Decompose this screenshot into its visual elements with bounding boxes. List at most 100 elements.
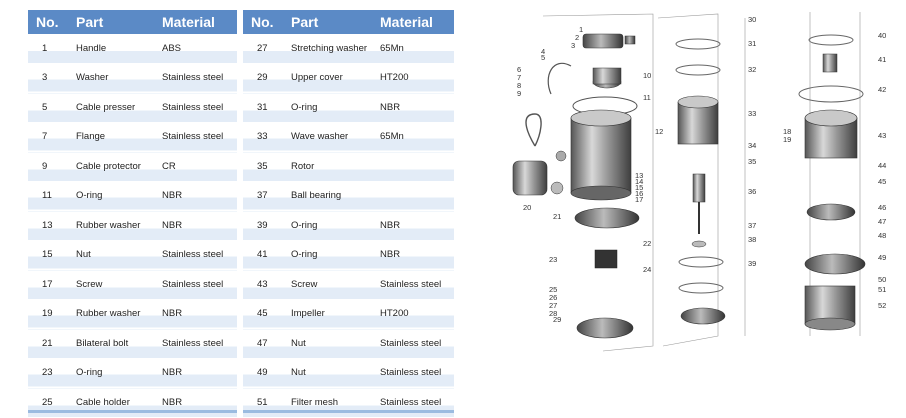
part-number-cell: 37: [243, 181, 283, 211]
callout-label: 12: [655, 127, 663, 136]
upper-bearing-seat-part: [574, 207, 640, 229]
callout-label: 24: [643, 265, 651, 274]
part-material-cell: 65Mn: [372, 122, 454, 152]
callout-label: 15: [635, 183, 643, 192]
table-header-row: No. Part Material: [28, 10, 237, 34]
callout-label: 36: [748, 187, 756, 196]
part-name-cell: Rotor: [283, 151, 372, 182]
callout-label: 32: [748, 65, 756, 74]
part-number-cell: 41: [243, 240, 283, 270]
callout-label: 34: [748, 141, 756, 150]
part-number-cell: 15: [28, 240, 68, 270]
column-header-no: No.: [243, 10, 283, 34]
callout-label: 41: [878, 55, 886, 64]
callout-label: 5: [541, 53, 545, 62]
rubber-washer-part: [550, 181, 564, 195]
callout-label: 7: [517, 73, 521, 82]
callout-label: 26: [549, 293, 557, 302]
part-material-cell: Stainless steel: [154, 122, 237, 152]
part-number-cell: 5: [28, 92, 68, 123]
table-bottom-rule: [28, 410, 237, 413]
column-header-material: Material: [154, 10, 237, 34]
part-material-cell: NBR: [372, 240, 454, 270]
part-number-cell: 31: [243, 92, 283, 123]
part-name-cell: Wave washer: [283, 122, 372, 152]
callout-label: 2: [575, 33, 579, 42]
callout-label: 22: [643, 239, 651, 248]
part-number-cell: 13: [28, 210, 68, 241]
callout-label: 47: [878, 217, 886, 226]
cable-float-switch: [512, 62, 572, 196]
callout-label: 29: [553, 315, 561, 324]
part-name-cell: O-ring: [283, 92, 372, 123]
part-number-cell: 45: [243, 299, 283, 329]
part-material-cell: NBR: [372, 92, 454, 123]
part-name-cell: Cable presser: [68, 92, 154, 123]
part-material-cell: NBR: [154, 181, 237, 211]
callout-label: 27: [549, 301, 557, 310]
callout-label: 13: [635, 171, 643, 180]
column-header-part: Part: [68, 10, 154, 34]
part-material-cell: Stainless steel: [154, 92, 237, 123]
part-name-cell: Screw: [68, 269, 154, 300]
part-material-cell: NBR: [154, 358, 237, 388]
capacitor-part: [594, 249, 618, 269]
cable-presser-part: [624, 35, 636, 45]
part-number-cell: 7: [28, 122, 68, 152]
callout-label: 33: [748, 109, 756, 118]
callout-label: 20: [523, 203, 531, 212]
part-name-cell: Nut: [283, 358, 372, 388]
callout-label: 23: [549, 255, 557, 264]
part-material-cell: ABS: [154, 34, 237, 64]
filter-mesh-part: [804, 285, 856, 325]
callout-label: 40: [878, 31, 886, 40]
part-name-cell: O-ring: [283, 210, 372, 241]
part-number-cell: 1: [28, 34, 68, 64]
part-number-cell: 19: [28, 299, 68, 329]
part-name-cell: Impeller: [283, 299, 372, 329]
part-material-cell: NBR: [154, 210, 237, 241]
callout-label: 49: [878, 253, 886, 262]
part-name-cell: Upper cover: [283, 63, 372, 93]
part-number-cell: 47: [243, 328, 283, 359]
part-number-cell: 23: [28, 358, 68, 388]
callout-label: 50: [878, 275, 886, 284]
motor-housing-part: [570, 117, 632, 194]
callout-label: 19: [783, 135, 791, 144]
rotor-part: [692, 173, 706, 203]
part-number-cell: 35: [243, 151, 283, 182]
part-number-cell: 33: [243, 122, 283, 152]
part-number-cell: 17: [28, 269, 68, 300]
part-material-cell: [372, 181, 454, 211]
callout-label: 14: [635, 177, 643, 186]
float-switch-part: [512, 160, 548, 196]
part-name-cell: Rubber washer: [68, 299, 154, 329]
callout-label: 21: [553, 212, 561, 221]
part-material-cell: Stainless steel: [154, 328, 237, 359]
part-name-cell: Bilateral bolt: [68, 328, 154, 359]
callout-label: 46: [878, 203, 886, 212]
part-number-cell: 29: [243, 63, 283, 93]
callout-label: 25: [549, 285, 557, 294]
part-name-cell: O-ring: [283, 240, 372, 270]
callout-label: 10: [643, 71, 651, 80]
callout-label: 52: [878, 301, 886, 310]
part-material-cell: Stainless steel: [372, 358, 454, 388]
part-name-cell: Ball bearing: [283, 181, 372, 211]
part-material-cell: Stainless steel: [154, 63, 237, 93]
